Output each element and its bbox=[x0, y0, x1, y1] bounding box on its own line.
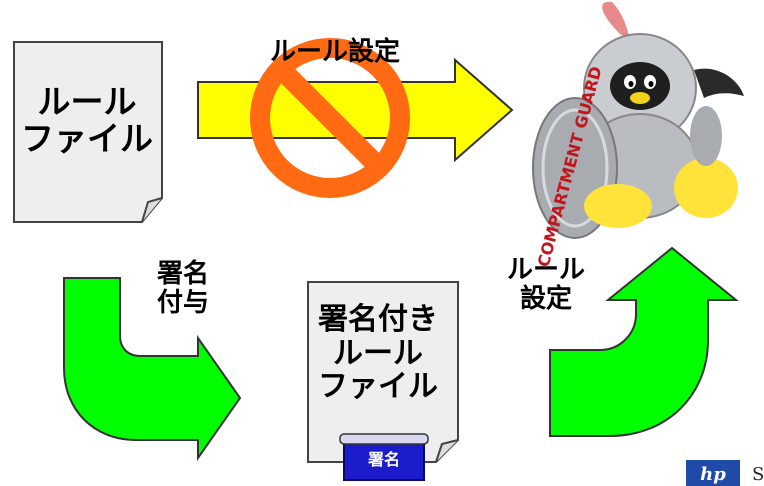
rule-setting-blocked-label: ルール設定 bbox=[270, 37, 401, 67]
signature-badge bbox=[339, 433, 429, 481]
signature-label: 署名 bbox=[367, 450, 400, 469]
rule-file-label: ルール ファイル bbox=[21, 82, 153, 158]
svg-text:hp: hp bbox=[700, 464, 726, 485]
prohibited-sign-icon bbox=[250, 38, 410, 198]
arrow-curve-down-right-icon bbox=[63, 277, 242, 462]
penguin-knight-icon: COMPARTMENT GUARD bbox=[532, 1, 744, 269]
hp-logo-icon: hp bbox=[686, 460, 740, 486]
document-icon bbox=[307, 281, 459, 463]
signed-rule-file-label: 署名付き ルール ファイル bbox=[318, 302, 438, 405]
footer-letter: S bbox=[752, 464, 764, 485]
document-icon bbox=[13, 41, 163, 223]
sign-add-label: 署名 付与 bbox=[156, 259, 209, 319]
rule-setting-label: ルール 設定 bbox=[506, 255, 585, 315]
arrow-curve-up-icon bbox=[549, 246, 739, 437]
